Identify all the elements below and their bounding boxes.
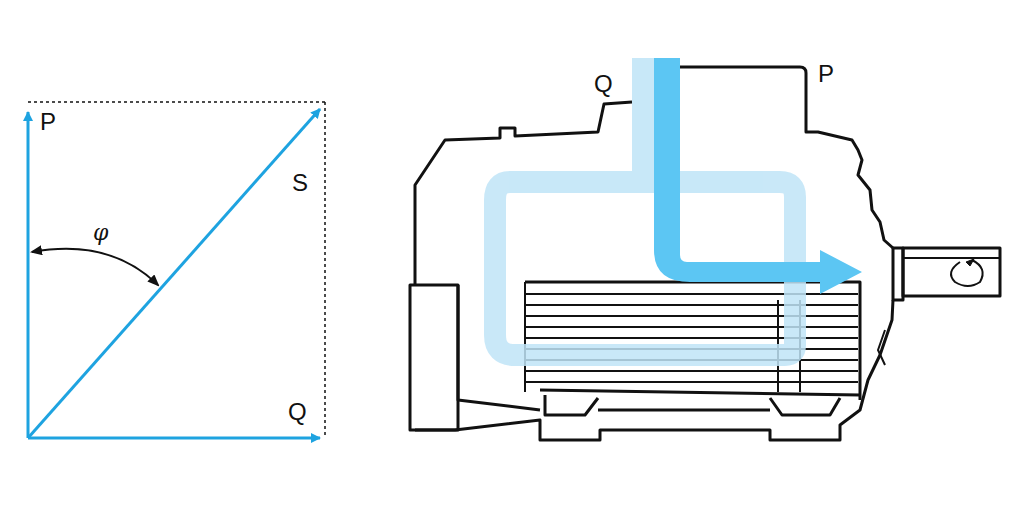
reactive-power-label: Q	[288, 400, 307, 424]
reactive-flow	[495, 58, 795, 355]
cooling-fins	[525, 282, 858, 392]
motor	[410, 67, 1000, 440]
reactive-power-label: Q	[594, 72, 613, 96]
power-triangle	[28, 102, 325, 438]
angle-label: φ	[93, 222, 108, 244]
active-flow	[654, 58, 862, 294]
apparent-power-label: S	[292, 171, 308, 195]
power-label: P	[818, 62, 834, 86]
power-label: P	[40, 110, 56, 134]
